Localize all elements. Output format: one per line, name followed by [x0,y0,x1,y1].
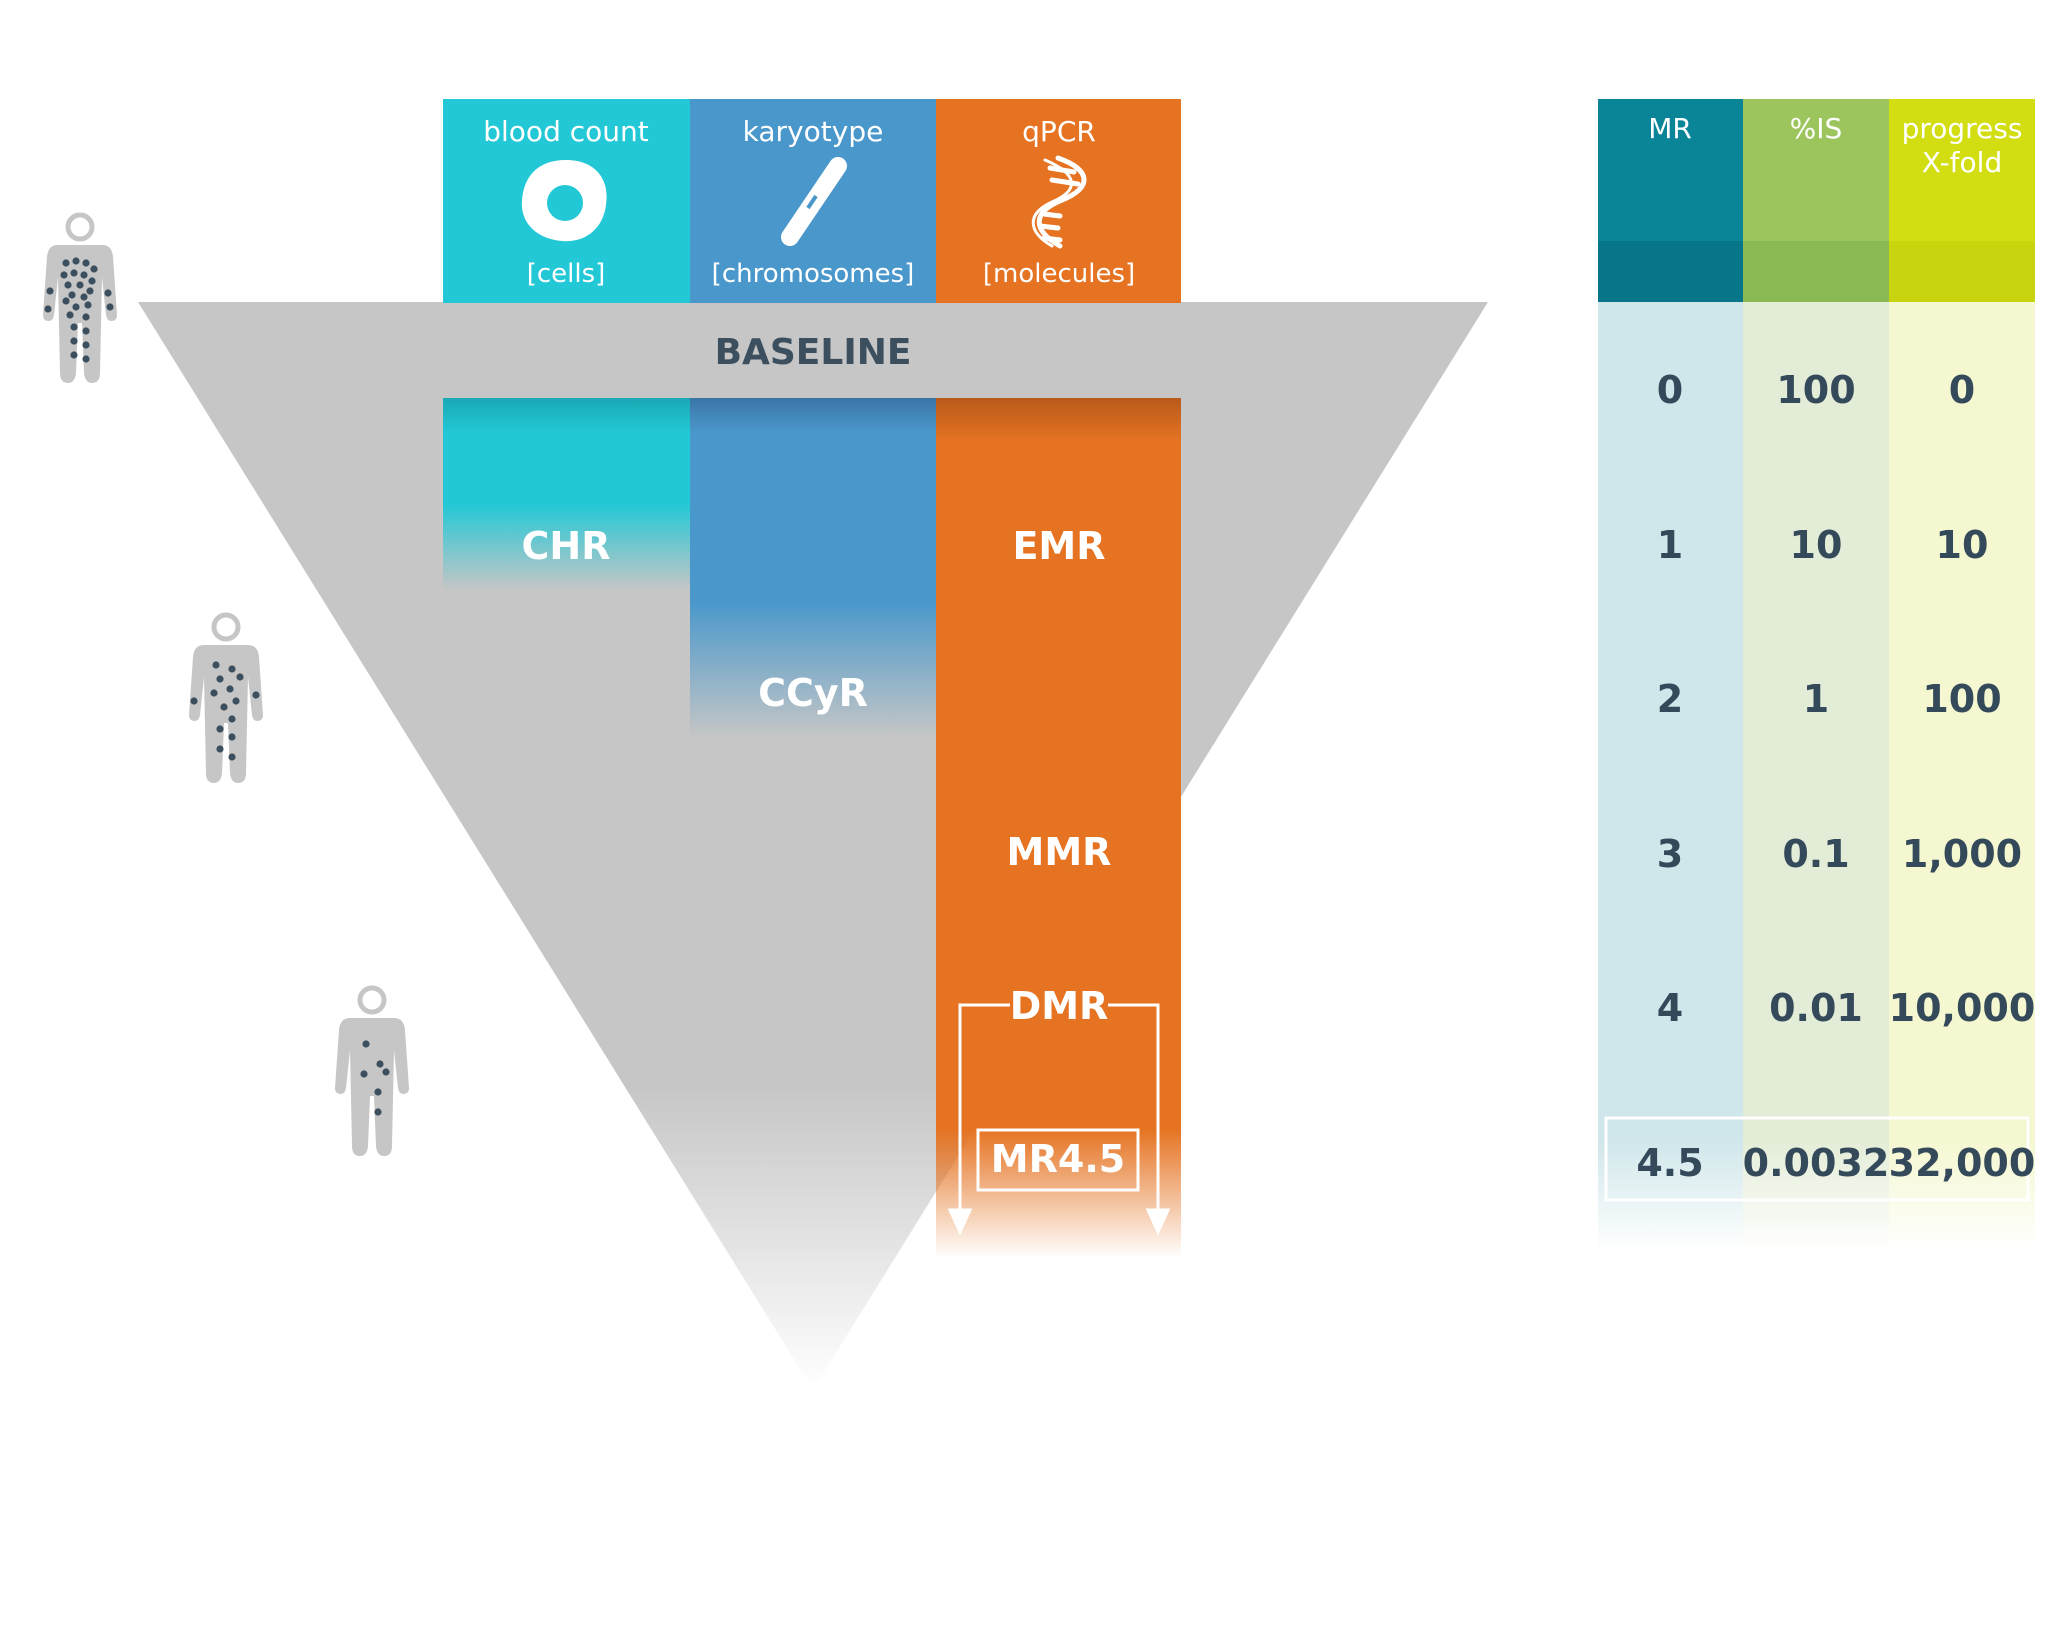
table-cell-is: 1 [1803,677,1829,721]
progress-column-header-band [1889,241,2035,302]
patient-low-burden-icon [335,985,409,1156]
table-cell-mr: 2 [1657,677,1683,721]
baseline-label: BASELINE [715,332,912,373]
table-cell-fold: 10,000 [1889,986,2036,1030]
is-column-header [1743,99,1889,241]
patient-figures [43,212,409,1156]
patient-medium-burden-icon [189,612,263,783]
mr-column-header [1598,99,1743,241]
chr-label: CHR [522,524,611,568]
column-header-qpcr: qPCR [molecules] [936,99,1181,303]
mr-column-header-band [1598,241,1743,302]
emr-label: EMR [1012,524,1105,568]
table-cell-is: 100 [1776,368,1855,412]
table-cell-is: 10 [1790,523,1843,567]
table-cell-is: 0.0032 [1743,1141,1890,1185]
is-column-body [1743,302,1889,1252]
cell-icon [521,160,607,242]
column-unit-blood-count: [cells] [527,259,606,289]
table-cell-mr: 4 [1657,986,1683,1030]
patient-high-burden-icon [43,212,117,383]
chr-bar [443,398,690,590]
table-cell-mr: 3 [1657,832,1683,876]
mr45-box [976,1128,1140,1192]
column-header-blood-count: blood count [cells] [443,99,690,303]
mr-header: MR [1648,112,1692,145]
progress-column-body [1889,302,2035,1252]
dmr-label: DMR [1010,984,1109,1028]
table-cell-fold: 100 [1922,677,2001,721]
table-cell-mr: 0 [1657,368,1683,412]
column-unit-karyotype: [chromosomes] [712,259,915,289]
table-cell-fold: 32,000 [1889,1141,2036,1185]
mr45-label: MR4.5 [991,1137,1125,1181]
column-header-karyotype: karyotype [chromosomes] [690,99,936,303]
table-cell-fold: 0 [1949,368,1975,412]
column-title-qpcr: qPCR [1022,115,1096,148]
karyotype-bar [690,398,936,738]
dmr-bracket [947,1003,1171,1236]
table-cell-mr: 4.5 [1636,1141,1703,1185]
progress-header-line1: progress [1902,112,2023,145]
table-cell-fold: 1,000 [1902,832,2022,876]
column-title-blood-count: blood count [483,115,649,148]
mmr-label: MMR [1007,830,1112,874]
chromosome-icon [781,157,847,246]
column-title-karyotype: karyotype [743,115,884,148]
table-rows: 0 100 0 1 10 10 2 1 100 3 0.1 1,000 4 0.01 10,000 4.5 0.… [1636,368,2035,1185]
table-cell-fold: 10 [1936,523,1989,567]
is-column-header-band [1743,241,1889,302]
progress-column-header [1889,99,2035,241]
column-unit-qpcr: [molecules] [983,259,1135,289]
ccyr-label: CCyR [758,671,868,715]
progress-header-line2: X-fold [1922,146,2002,179]
mr45-row-highlight [1604,1116,2030,1202]
mr-column-body [1598,302,1743,1252]
dna-icon [1031,155,1087,249]
is-header: %IS [1790,112,1843,145]
table-cell-mr: 1 [1657,523,1683,567]
table-cell-is: 0.1 [1782,832,1849,876]
qpcr-bar [936,398,1181,1258]
table-cell-is: 0.01 [1769,986,1863,1030]
